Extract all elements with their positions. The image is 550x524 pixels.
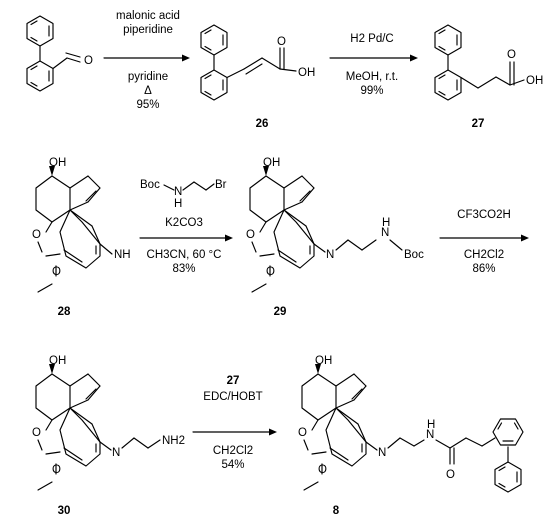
arrow-5-below-line-1: CH2Cl2: [213, 445, 253, 457]
arrow-4-above-line-1: CF3CO2H: [457, 209, 511, 221]
arrow-1-below-line-3: 95%: [136, 99, 159, 111]
methoxy-oxygen-29: O: [266, 266, 275, 278]
methoxy-oxygen-28: O: [52, 266, 61, 278]
compound-8: OH O O N N H O 8: [298, 355, 524, 517]
amine-label-28: NH: [114, 249, 131, 261]
hydroxyl-label-30: OH: [49, 355, 66, 367]
compound-28: OH O O NH 28: [32, 157, 131, 318]
arrow-1-above-line-2: piperidine: [123, 24, 173, 36]
arrow-1-below-line-1: pyridine: [128, 71, 168, 83]
amide-h-8: H: [427, 419, 435, 431]
arrow-5-below-line-2: 54%: [221, 459, 244, 471]
amide-oxygen-8: O: [446, 469, 455, 481]
arrow-5-above-line-1: 27: [227, 375, 240, 387]
arrow-4: CF3CO2H CH2Cl2 86%: [439, 209, 529, 275]
arrow-1: malonic acid piperidine pyridine Δ 95%: [103, 10, 190, 111]
compound-number-30: 30: [58, 505, 71, 517]
reagent-boc: Boc: [140, 179, 160, 191]
arrow-3-line-1: K2CO3: [165, 217, 203, 229]
amine-n-30: N: [112, 447, 120, 459]
compound-27: O OH 27: [434, 24, 543, 130]
primary-amine-label-30: NH2: [162, 435, 185, 447]
arrow-3-line-3: 83%: [172, 263, 195, 275]
arrow-5-above-line-2: EDC/HOBT: [203, 391, 262, 403]
compound-number-26: 26: [256, 118, 269, 130]
methoxy-oxygen-8: O: [318, 464, 327, 476]
hydroxyl-label-26: OH: [298, 67, 315, 79]
compound-number-27: 27: [472, 118, 485, 130]
compound-biphenyl-aldehyde: O: [26, 15, 93, 92]
ring-oxygen-29: O: [246, 229, 255, 241]
compound-number-29: 29: [274, 306, 287, 318]
carbamate-n-29: N: [381, 227, 389, 239]
reagent-h: H: [174, 198, 182, 210]
arrow-5: 27 EDC/HOBT CH2Cl2 54%: [192, 375, 277, 471]
methoxy-oxygen-30: O: [52, 464, 61, 476]
arrow-2-below-line-2: 99%: [360, 85, 383, 97]
compound-number-8: 8: [333, 505, 340, 517]
arrow-2-below-line-1: MeOH, r.t.: [346, 71, 398, 83]
amine-n-8: N: [378, 447, 386, 459]
ring-oxygen-28: O: [32, 229, 41, 241]
compound-30: OH O O N NH2 30: [32, 355, 185, 517]
carbamate-h-29: H: [382, 217, 390, 229]
carbonyl-oxygen-26: O: [277, 36, 286, 48]
arrow-2-above-line-1: H2 Pd/C: [350, 33, 393, 45]
hydroxyl-label-29: OH: [263, 157, 280, 169]
reagent-n: N: [174, 186, 182, 198]
compound-number-28: 28: [58, 306, 71, 318]
amide-n-8: N: [426, 429, 434, 441]
reagent-br: Br: [215, 179, 227, 191]
carbonyl-oxygen-27: O: [507, 49, 516, 61]
arrow-3: Boc N H Br K2CO3 CH3CN, 60 °C 83%: [139, 179, 233, 275]
compound-29: OH O O N N H Boc 29: [246, 157, 424, 318]
arrow-4-below-line-1: CH2Cl2: [464, 249, 504, 261]
arrow-2: H2 Pd/C MeOH, r.t. 99%: [329, 33, 418, 97]
compound-26: O OH 26: [200, 24, 315, 130]
boc-label-29: Boc: [404, 249, 424, 261]
arrow-4-below-line-2: 86%: [472, 263, 495, 275]
ring-oxygen-30: O: [32, 427, 41, 439]
amine-n-29: N: [326, 249, 334, 261]
arrow-1-below-line-2: Δ: [144, 85, 152, 97]
hydroxyl-label-27: OH: [526, 75, 543, 87]
ring-oxygen-8: O: [298, 427, 307, 439]
arrow-1-above-line-1: malonic acid: [116, 10, 180, 22]
aldehyde-oxygen-label: O: [84, 55, 93, 67]
arrow-3-line-2: CH3CN, 60 °C: [147, 249, 222, 261]
hydroxyl-label-28: OH: [49, 157, 66, 169]
hydroxyl-label-8: OH: [315, 355, 332, 367]
